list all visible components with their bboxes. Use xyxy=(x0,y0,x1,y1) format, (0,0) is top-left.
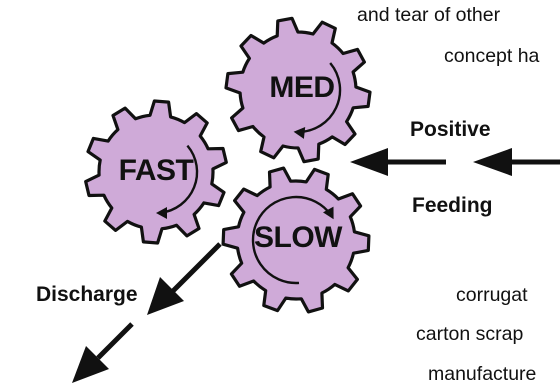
gear-med-body xyxy=(224,16,372,164)
feed-arrows xyxy=(350,148,560,176)
gear-fast-body xyxy=(84,99,228,245)
text-top-line-2: concept ha xyxy=(444,45,540,67)
feed-arrow-far-head xyxy=(473,148,512,176)
text-top-line-1: and tear of other xyxy=(357,4,501,26)
discharge-arrow-lower-shaft xyxy=(96,322,134,360)
gear-med: MED xyxy=(224,16,372,164)
discharge-arrow-upper-shaft xyxy=(168,242,222,296)
discharge-label: Discharge xyxy=(36,283,138,306)
text-bottom-line-1: corrugat xyxy=(456,284,528,306)
gear-slow-label: SLOW xyxy=(254,221,343,254)
gear-slow: SLOW xyxy=(221,166,371,314)
discharge-arrow-lower-head xyxy=(72,346,109,383)
feed-arrow-near-head xyxy=(350,148,388,176)
gear-slow-body xyxy=(221,166,371,314)
gear-med-label: MED xyxy=(269,71,334,104)
text-bottom-line-3: manufacture xyxy=(428,363,536,385)
gear-med-rotation-arrowhead xyxy=(293,127,306,139)
gear-fast-label: FAST xyxy=(119,154,194,187)
discharge-arrows xyxy=(72,242,222,383)
text-bottom-line-2: carton scrap xyxy=(416,323,523,345)
gear-fast-rotation-arc xyxy=(160,144,199,214)
gear-fast: FAST xyxy=(84,99,228,245)
discharge-arrow-upper-head xyxy=(147,277,184,315)
gear-slow-rotation-arc xyxy=(251,195,333,285)
gear-med-rotation-arc xyxy=(297,62,342,134)
feeding-label: Feeding xyxy=(412,194,493,217)
gear-fast-rotation-arrowhead xyxy=(156,207,167,219)
gear-slow-rotation-arrowhead xyxy=(323,206,334,220)
positive-label: Positive xyxy=(410,118,491,141)
